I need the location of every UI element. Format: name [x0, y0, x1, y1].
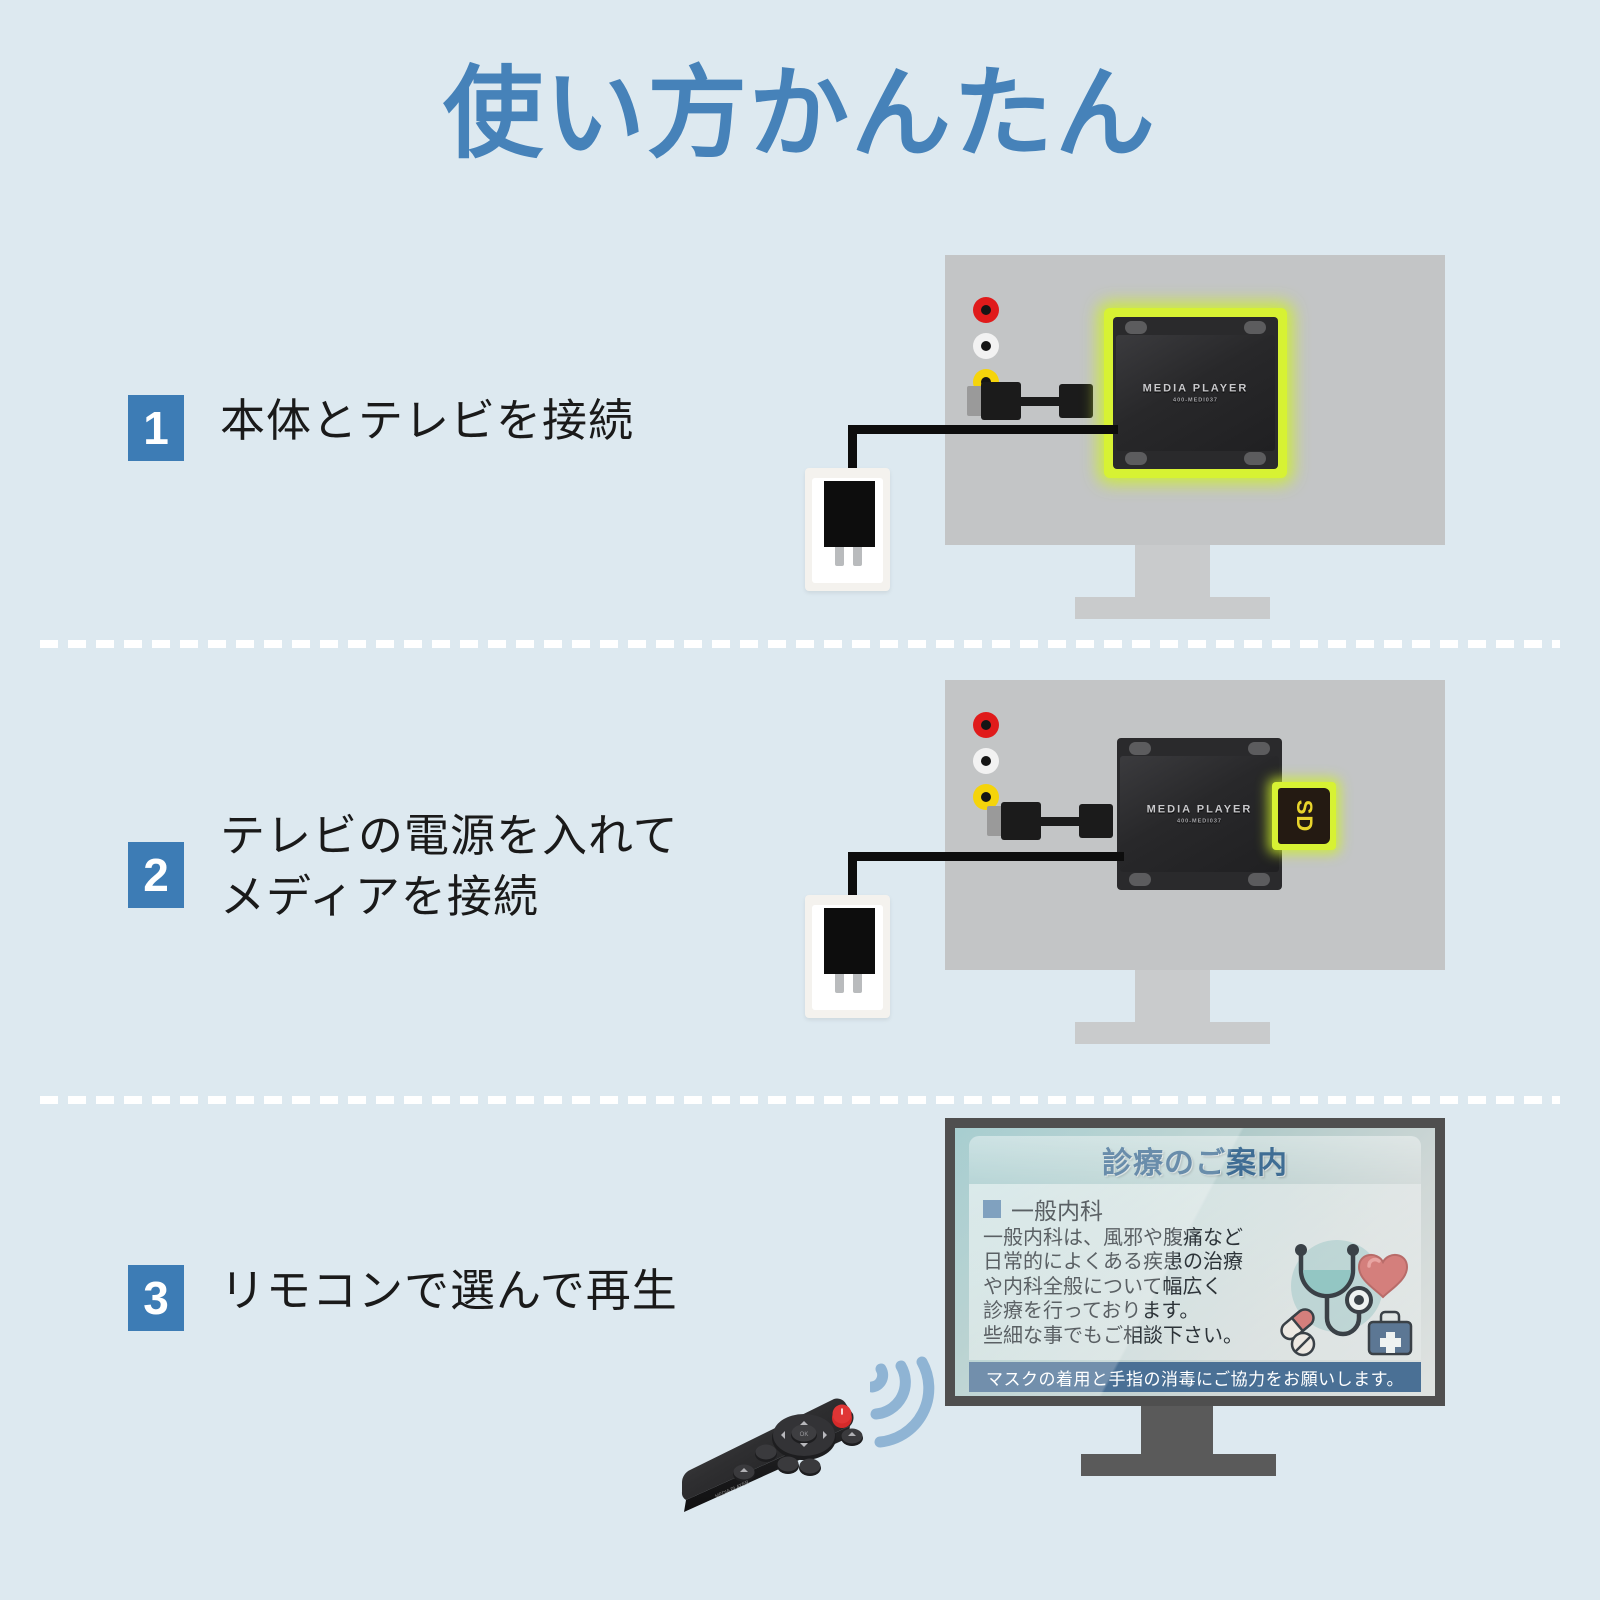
media-player-label: MEDIA PLAYER 400-MEDI037 [1120, 804, 1279, 825]
step-1-number: 1 [128, 395, 184, 461]
section-divider-2 [40, 1096, 1560, 1104]
step-2-number: 2 [128, 842, 184, 908]
media-player-device: MEDIA PLAYER 400-MEDI037 [1104, 308, 1287, 478]
step-3-text: リモコンで選んで再生 [220, 1265, 678, 1316]
tv-stand-neck [1135, 970, 1210, 1022]
rca-jack-white-icon [973, 333, 999, 359]
rca-jack-white-icon [973, 748, 999, 774]
ir-signal-waves-icon [866, 1338, 980, 1463]
power-cord-vertical [848, 852, 857, 910]
power-cord-vertical [848, 425, 857, 487]
rca-jack-red-icon [973, 712, 999, 738]
ac-adapter [824, 481, 875, 547]
tv-stand-foot [1075, 597, 1270, 619]
outlet-slot-left [835, 540, 844, 566]
screen-section-heading: 一般内科 [983, 1192, 1103, 1226]
square-bullet-icon [983, 1200, 1001, 1218]
media-player-body: MEDIA PLAYER 400-MEDI037 [1116, 335, 1275, 451]
power-cord-horizontal [848, 425, 1118, 434]
outlet-slot-right [853, 967, 862, 993]
media-player-sublabel: 400-MEDI037 [1177, 818, 1222, 825]
svg-text:OK: OK [800, 1432, 809, 1438]
tv-screen: 診療のご案内 一般内科 一般内科は、風邪や腹痛など 日常的によくある疾患の治療 … [955, 1128, 1435, 1396]
screen-section-name: 一般内科 [1011, 1198, 1103, 1224]
step-1-text: 本体とテレビを接続 [220, 395, 635, 446]
media-player-sublabel: 400-MEDI037 [1173, 397, 1218, 404]
tv-stand-foot [1081, 1454, 1276, 1476]
page-title: 使い方かんたん [443, 58, 1157, 170]
power-cord-horizontal [848, 852, 1124, 861]
media-player-label: MEDIA PLAYER 400-MEDI037 [1116, 383, 1275, 404]
section-divider-1 [40, 640, 1560, 648]
ac-adapter [824, 908, 875, 974]
step-1-row: 1 本体とテレビを接続 MEDIA PLAYER 400-MEDI037 [0, 240, 1600, 630]
step-3-row: 3 リモコンで選んで再生 診療のご案内 一般内科 一般内科は、風邪や腹痛など 日… [0, 1110, 1600, 1540]
screen-header: 診療のご案内 [969, 1136, 1421, 1184]
tv-stand-foot [1075, 1022, 1270, 1044]
tv-bezel: 診療のご案内 一般内科 一般内科は、風邪や腹痛など 日常的によくある疾患の治療 … [945, 1118, 1445, 1406]
rca-jack-yellow-icon [973, 784, 999, 810]
screen-title: 診療のご案内 [1102, 1147, 1288, 1180]
sd-card-label: SD [1292, 799, 1317, 833]
sd-card: SD [1272, 782, 1336, 850]
step-3-number: 3 [128, 1265, 184, 1331]
step-2-label: 2 テレビの電源を入れて メディアを接続 [128, 810, 679, 928]
outlet-slot-left [835, 967, 844, 993]
screen-banner: マスクの着用と手指の消毒にご協力をお願いします。 [969, 1362, 1421, 1392]
media-player-device: MEDIA PLAYER 400-MEDI037 [1117, 738, 1282, 890]
sd-card-body [1278, 788, 1330, 844]
media-player-body: MEDIA PLAYER 400-MEDI037 [1120, 756, 1279, 872]
step-2-row: 2 テレビの電源を入れて メディアを接続 MEDIA PLAYER 400-ME… [0, 680, 1600, 1080]
medical-icons-group [1265, 1226, 1415, 1361]
tv-stand-neck [1135, 545, 1210, 597]
rca-jack-red-icon [973, 297, 999, 323]
outlet-slot-right [853, 540, 862, 566]
tv-stand-neck [1141, 1406, 1213, 1454]
step-3-label: 3 リモコンで選んで再生 [128, 1265, 678, 1331]
step-1-label: 1 本体とテレビを接続 [128, 395, 634, 461]
step-2-text: テレビの電源を入れて メディアを接続 [220, 810, 679, 922]
screen-body: 一般内科 一般内科は、風邪や腹痛など 日常的によくある疾患の治療 や内科全般につ… [969, 1184, 1421, 1360]
screen-paragraph: 一般内科は、風邪や腹痛など 日常的によくある疾患の治療 や内科全般について幅広く… [983, 1227, 1243, 1347]
remote-control: OK MEDIA PLAYER [672, 1342, 952, 1547]
